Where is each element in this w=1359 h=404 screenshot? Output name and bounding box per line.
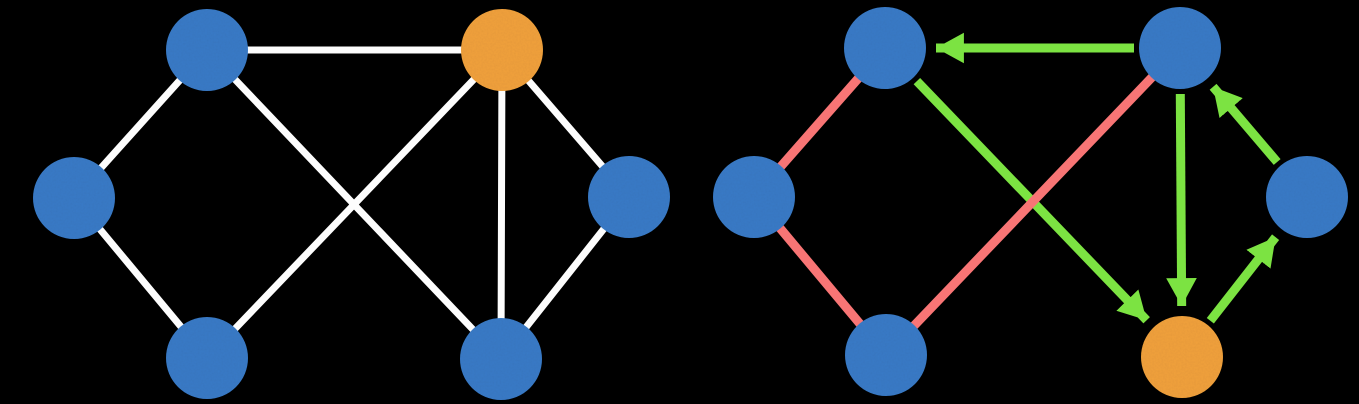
right-directed-graph-node-bottom-right-highlighted	[1141, 316, 1223, 398]
left-undirected-graph-node-right	[588, 156, 670, 238]
edge-bottom-left-top-right	[881, 43, 1185, 360]
left-undirected-graph-node-top-right-highlighted	[461, 9, 543, 91]
edge-top-right-bottom-center	[497, 46, 506, 363]
left-undirected-graph-node-bottom-center	[460, 318, 542, 400]
right-directed-graph-node-top-right	[1139, 7, 1221, 89]
left-undirected-graph-node-bottom-left	[166, 317, 248, 399]
right-directed-graph-node-top-left	[844, 7, 926, 89]
edge-bottom-left-top-right	[203, 46, 506, 362]
right-directed-graph	[713, 7, 1348, 398]
right-directed-graph-node-bottom-left	[845, 314, 927, 396]
right-directed-graph-node-left	[713, 156, 795, 238]
left-undirected-graph	[33, 9, 670, 400]
right-directed-graph-node-right	[1266, 156, 1348, 238]
edge-bottom-right-right-arrow	[1206, 234, 1280, 324]
left-undirected-graph-node-top-left	[166, 9, 248, 91]
left-undirected-graph-node-left	[33, 157, 115, 239]
edge-top-right-bottom-right-arrow	[1166, 93, 1197, 307]
edge-right-top-right-arrow	[1209, 83, 1281, 165]
